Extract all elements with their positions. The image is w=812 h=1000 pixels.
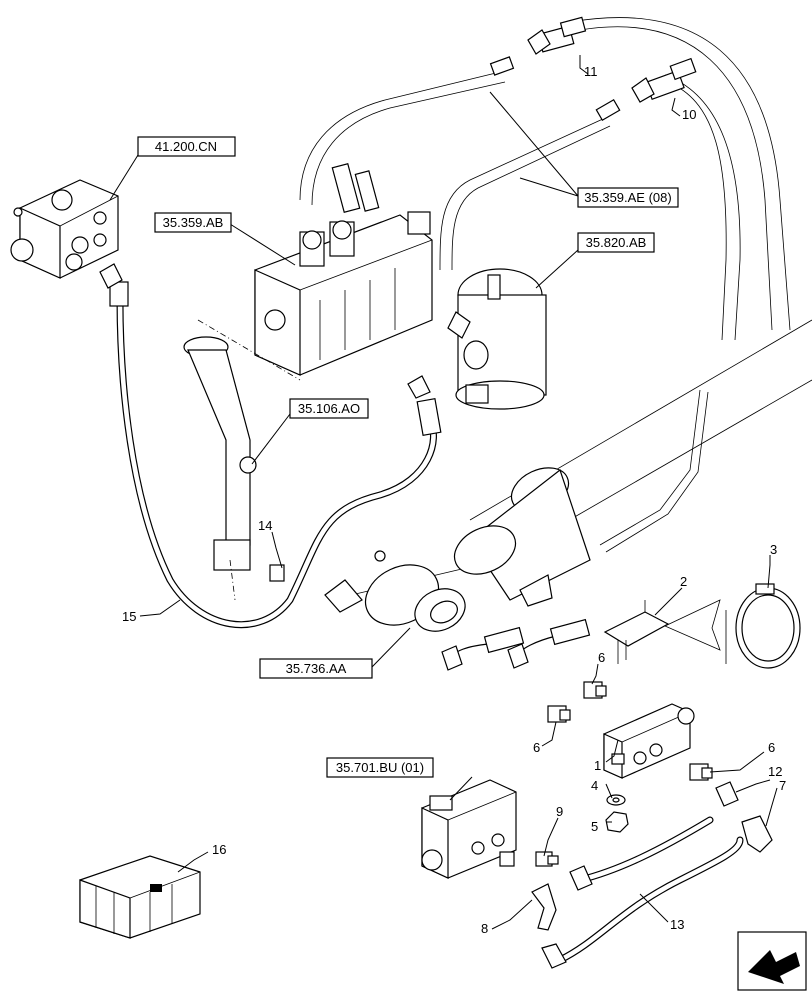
fitting-6-right [689, 763, 713, 781]
ref-box-35820ab[interactable]: 35.820.AB [577, 232, 655, 253]
callout-14: 14 [258, 518, 272, 533]
callout-11: 11 [584, 64, 598, 79]
callout-6b: 6 [533, 740, 540, 755]
hose-15 [99, 263, 442, 629]
ref-label-35359ae: 35.359.AE (08) [584, 190, 671, 205]
next-page-arrow-icon[interactable] [737, 931, 807, 991]
callout-3: 3 [770, 542, 777, 557]
ref-box-35736aa[interactable]: 35.736.AA [259, 658, 373, 679]
callout-4: 4 [591, 778, 598, 793]
ref-label-35701bu: 35.701.BU (01) [336, 760, 424, 775]
nut-5 [605, 811, 629, 833]
fitting-12 [715, 781, 739, 807]
bracket-2 [603, 599, 721, 664]
callout-12: 12 [768, 764, 782, 779]
fitting-9 [535, 851, 559, 867]
elbow-fitting-8 [531, 883, 557, 931]
hose-upper-right [507, 618, 591, 669]
ref-box-35359ae[interactable]: 35.359.AE (08) [577, 187, 679, 208]
valve-block-41200cn [10, 179, 119, 279]
callout-6c: 6 [768, 740, 775, 755]
fitting-6-upper [583, 681, 607, 699]
callout-16: 16 [212, 842, 226, 857]
callout-8: 8 [481, 921, 488, 936]
ref-box-35106ao[interactable]: 35.106.AO [289, 398, 369, 419]
hose-lower-middle [569, 816, 714, 891]
ref-box-41200cn[interactable]: 41.200.CN [137, 136, 236, 157]
ref-box-35701bu[interactable]: 35.701.BU (01) [326, 757, 434, 778]
crate-16 [79, 855, 201, 939]
valve-block-35701bu [421, 779, 517, 879]
callout-7: 7 [779, 778, 786, 793]
ref-label-35359ab: 35.359.AB [163, 215, 224, 230]
suction-pipe [183, 319, 301, 601]
ref-label-35106ao: 35.106.AO [298, 401, 360, 416]
callout-6a: 6 [598, 650, 605, 665]
ref-label-35820ab: 35.820.AB [586, 235, 647, 250]
ref-label-41200cn: 41.200.CN [155, 139, 217, 154]
ref-label-35736aa: 35.736.AA [286, 661, 347, 676]
hose-clamp-3 [725, 583, 801, 669]
manifold-block-1 [603, 703, 695, 779]
hose-upper-left [441, 626, 525, 671]
tube-end-a [489, 56, 515, 76]
elbow-fitting-7 [741, 815, 773, 853]
callout-10: 10 [682, 107, 696, 122]
hose-13 [541, 836, 744, 969]
tube-end-b [595, 98, 621, 122]
hose-end-fitting-10 [631, 57, 697, 103]
callout-1: 1 [594, 758, 601, 773]
callout-13: 13 [670, 917, 684, 932]
leader-lines [109, 55, 778, 930]
callout-9: 9 [556, 804, 563, 819]
callout-5: 5 [591, 819, 598, 834]
callout-15: 15 [122, 609, 136, 624]
callout-numbers: 11 10 14 15 2 3 6 6 6 1 4 5 12 7 9 8 13 … [122, 64, 786, 936]
ref-box-35359ab[interactable]: 35.359.AB [154, 212, 232, 233]
control-valve-block [254, 162, 433, 376]
hose-end-fitting-11 [527, 16, 587, 55]
washer-4 [606, 794, 626, 806]
fitting-6-left [547, 705, 571, 723]
callout-2: 2 [680, 574, 687, 589]
filter-assembly [324, 467, 591, 632]
context-hoses [299, 17, 812, 601]
hydraulic-pump [447, 268, 547, 410]
